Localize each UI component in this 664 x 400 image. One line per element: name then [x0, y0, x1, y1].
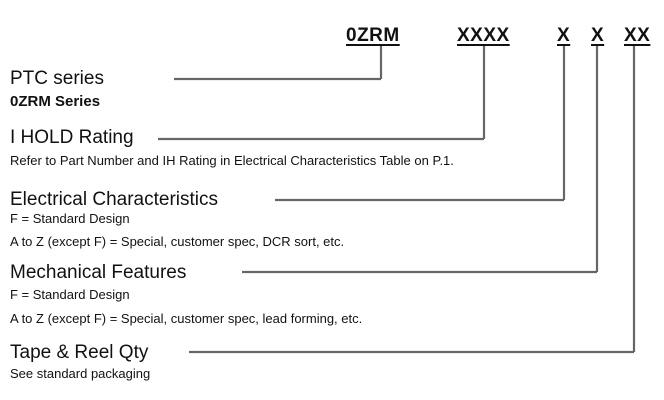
- code-electrical: X: [557, 25, 571, 46]
- electrical-line1: F = Standard Design: [10, 211, 130, 226]
- code-prefix: 0ZRM: [346, 25, 400, 46]
- tape-reel-title: Tape & Reel Qty: [10, 342, 149, 363]
- mechanical-line1: F = Standard Design: [10, 287, 130, 302]
- electrical-line2: A to Z (except F) = Special, customer sp…: [10, 234, 345, 249]
- tape-reel-note: See standard packaging: [10, 366, 151, 381]
- ptc-series-subtitle: 0ZRM Series: [10, 93, 101, 110]
- ptc-series-title: PTC series: [10, 68, 104, 89]
- ihold-title: I HOLD Rating: [10, 127, 134, 148]
- electrical-title: Electrical Characteristics: [10, 189, 218, 210]
- code-mechanical: X: [591, 25, 605, 46]
- mechanical-line2: A to Z (except F) = Special, customer sp…: [10, 311, 363, 326]
- code-tape-reel: XX: [624, 25, 651, 46]
- ihold-note: Refer to Part Number and IH Rating in El…: [10, 153, 454, 168]
- code-ihold: XXXX: [457, 25, 510, 46]
- mechanical-title: Mechanical Features: [10, 262, 187, 283]
